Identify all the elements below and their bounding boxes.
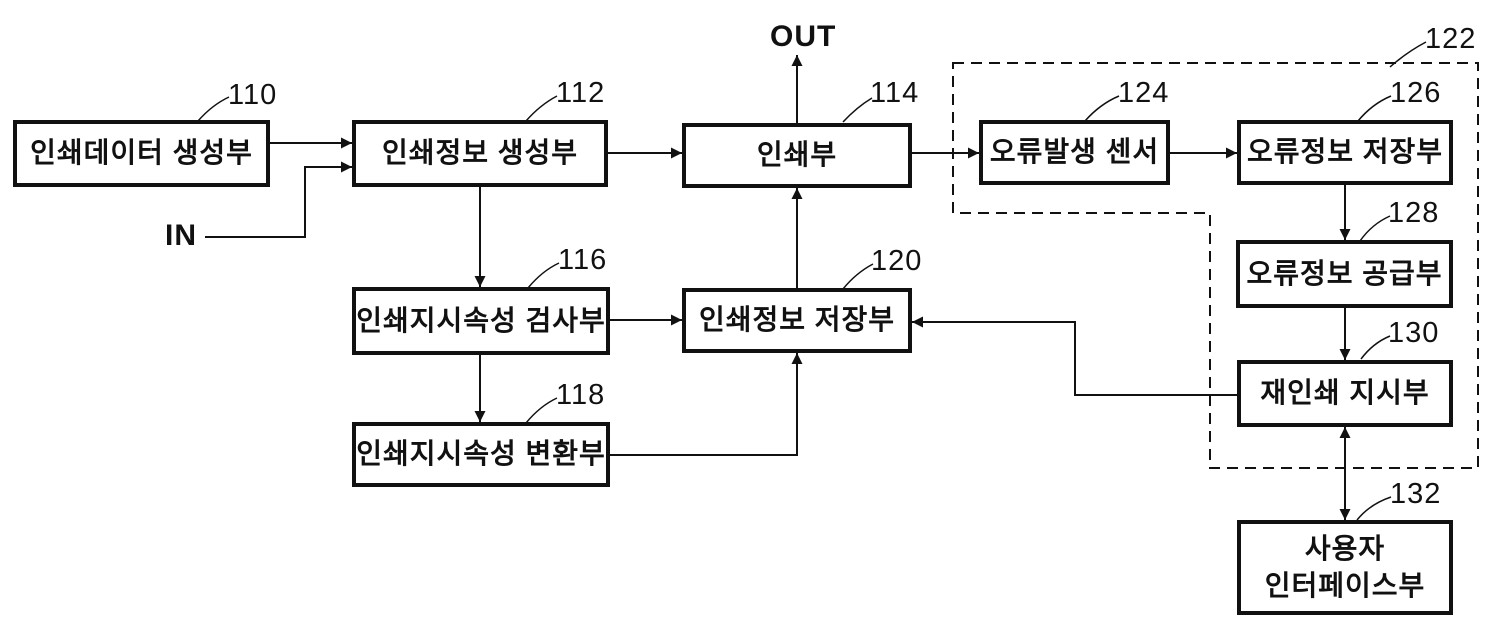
- ref-label-114: 114: [870, 77, 920, 109]
- arrow-118-to-120: [608, 353, 803, 456]
- block-error-info-storage: 오류정보 저장부: [1237, 120, 1453, 185]
- output-label: OUT: [770, 20, 837, 53]
- ref-label-116: 116: [558, 244, 608, 276]
- group-122-dashed-border: [952, 62, 1479, 469]
- ref-label-110: 110: [228, 79, 278, 111]
- block-user-interface: 사용자 인터페이스부: [1237, 520, 1453, 615]
- block-print-attribute-converter: 인쇄지시속성 변환부: [352, 422, 610, 487]
- ref-label-132: 132: [1390, 478, 1442, 510]
- ref-label-126: 126: [1390, 77, 1442, 109]
- block-error-info-supplier: 오류정보 공급부: [1236, 240, 1453, 308]
- ref-label-130: 130: [1388, 317, 1440, 349]
- input-label: IN: [165, 219, 197, 252]
- block-print-data-generator: 인쇄데이터 생성부: [13, 120, 270, 187]
- ref-label-128: 128: [1388, 197, 1440, 229]
- ref-leader-lines: [197, 41, 1427, 521]
- ref-label-120: 120: [871, 245, 923, 277]
- ref-label-122: 122: [1425, 23, 1477, 55]
- block-error-sensor: 오류발생 센서: [979, 120, 1170, 185]
- block-reprint-instructor: 재인쇄 지시부: [1237, 360, 1453, 427]
- ref-label-112: 112: [556, 77, 606, 109]
- block-print-info-generator: 인쇄정보 생성부: [352, 120, 608, 187]
- arrow-in-to-112: [205, 161, 352, 238]
- arrow-130-to-120: [912, 316, 1237, 396]
- block-print-info-storage: 인쇄정보 저장부: [682, 288, 912, 353]
- block-print-attribute-inspector: 인쇄지시속성 검사부: [352, 287, 610, 355]
- block-printing-unit: 인쇄부: [682, 123, 912, 188]
- ref-label-118: 118: [556, 379, 606, 411]
- ref-label-124: 124: [1118, 77, 1170, 109]
